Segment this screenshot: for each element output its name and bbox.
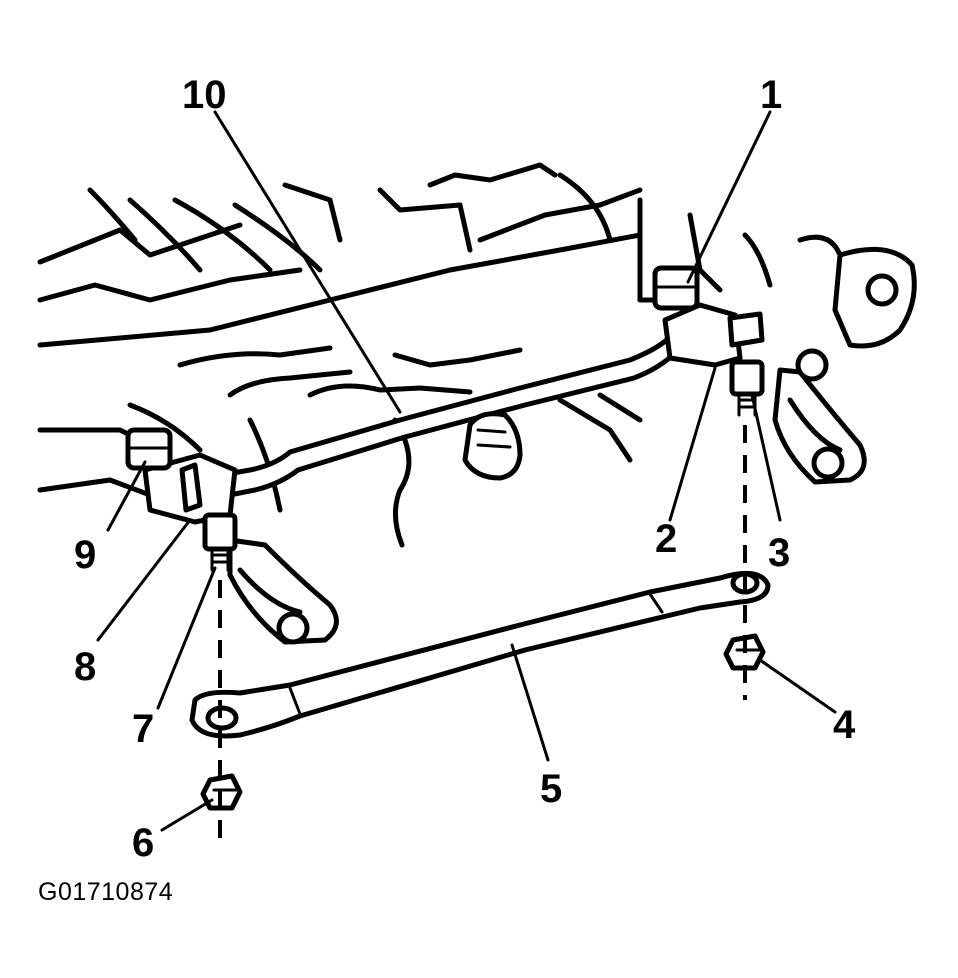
leader-7 — [156, 566, 217, 710]
leader-1 — [686, 110, 772, 284]
callout-labels: 10 1 2 3 9 8 7 5 4 6 — [74, 73, 856, 865]
leader-8 — [96, 518, 192, 642]
callout-6: 6 — [132, 821, 154, 865]
leader-lines — [96, 110, 837, 832]
leader-5 — [510, 643, 550, 762]
figure-id-code: G01710874 — [38, 878, 174, 906]
callout-8: 8 — [74, 645, 96, 689]
callout-2: 2 — [655, 517, 677, 561]
center-bushing — [462, 411, 523, 481]
leader-9 — [106, 460, 147, 532]
fasteners — [125, 265, 766, 811]
right-bracket-assembly — [662, 246, 917, 485]
callout-3: 3 — [768, 531, 790, 575]
callout-1: 1 — [760, 73, 782, 117]
leader-10 — [213, 110, 402, 414]
left-bracket-assembly — [142, 452, 339, 645]
callout-7: 7 — [132, 707, 154, 751]
stud-3 — [729, 359, 765, 417]
stabilizer-link — [189, 570, 771, 739]
chassis-background — [37, 162, 843, 548]
leader-2 — [668, 366, 717, 522]
bolt-9 — [125, 427, 173, 471]
callout-4: 4 — [833, 703, 856, 747]
install-axes — [218, 425, 747, 840]
callout-5: 5 — [540, 767, 562, 811]
bolt-1 — [652, 265, 700, 311]
leader-6 — [160, 798, 214, 832]
leader-3 — [750, 393, 782, 522]
stud-7 — [202, 512, 238, 572]
callout-9: 9 — [74, 533, 96, 577]
callout-10: 10 — [182, 73, 227, 117]
leader-4 — [758, 658, 837, 714]
